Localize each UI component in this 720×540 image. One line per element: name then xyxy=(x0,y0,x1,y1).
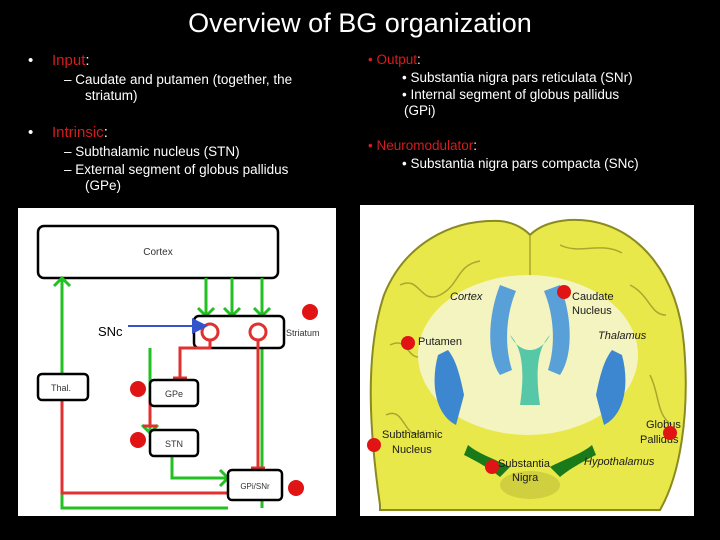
brain-label-caudate: Caudate xyxy=(572,291,614,303)
brain-label-subthalamic: Subthalamic xyxy=(382,429,443,441)
thalamus-region xyxy=(510,335,550,405)
circuit-diagram: Cortex Striatum SNc xyxy=(36,224,320,510)
marker-subthalamic xyxy=(367,438,381,452)
hypothalamus-region xyxy=(500,471,560,499)
marker-gpi-snr xyxy=(288,480,304,496)
left-putamen xyxy=(434,350,464,425)
gpe-box xyxy=(148,378,200,408)
intrinsic-item-2: – External segment of globus pallidus xyxy=(64,162,289,177)
bullet-dot-input: • xyxy=(28,52,34,69)
output-item-3: (GPi) xyxy=(404,103,436,118)
gpi-snr-label: GPi/SNr xyxy=(240,482,270,491)
marker-substantia-nigra xyxy=(485,460,499,474)
intrinsic-heading: Intrinsic: xyxy=(52,124,108,141)
marker-caudate xyxy=(557,285,571,299)
right-caudate-region xyxy=(544,285,570,375)
intrinsic-label: Intrinsic xyxy=(52,124,104,141)
right-substantia-nigra xyxy=(550,445,596,477)
thal-label: Thal. xyxy=(51,383,71,393)
output-item-2: • Internal segment of globus pallidus xyxy=(402,87,620,102)
cortex-box xyxy=(36,224,280,280)
striatum-neuron-1 xyxy=(200,322,220,342)
marker-globus-pallidus xyxy=(663,426,677,440)
gpi-snr-box xyxy=(226,468,284,502)
thal-box xyxy=(36,372,90,402)
intrinsic-item-3: (GPe) xyxy=(85,178,122,193)
marker-gpe xyxy=(130,381,146,397)
neuromod-heading: • Neuromodulator: xyxy=(368,138,478,153)
right-putamen xyxy=(596,350,626,425)
brain-label-putamen: Putamen xyxy=(418,336,462,348)
snc-label: SNc xyxy=(98,324,123,339)
brain-labels: Cortex Caudate Nucleus Thalamus Putamen … xyxy=(382,291,681,484)
neuromod-item-1: • Substantia nigra pars compacta (SNc) xyxy=(402,156,639,171)
input-item-2: striatum) xyxy=(85,88,138,103)
output-heading: • Output: xyxy=(368,52,421,67)
output-label: • Output xyxy=(368,52,418,67)
brain-label-cortex: Cortex xyxy=(450,291,483,303)
input-item-1: – Caudate and putamen (together, the xyxy=(64,72,293,87)
marker-putamen xyxy=(401,336,415,350)
brain-label-hypothalamus: Hypothalamus xyxy=(584,456,655,468)
input-label: Input xyxy=(52,52,86,69)
brain-label-nigra: Nigra xyxy=(512,472,539,484)
brain-label-caudate-nucleus: Nucleus xyxy=(572,305,612,317)
striatum-neuron-2 xyxy=(248,322,268,342)
brain-label-globus: Globus xyxy=(646,419,681,431)
left-caudate-region xyxy=(490,285,516,375)
marker-stn xyxy=(130,432,146,448)
output-item-1: • Substantia nigra pars reticulata (SNr) xyxy=(402,70,633,85)
neuromod-label: • Neuromodulator xyxy=(368,138,474,153)
brain-label-thalamus: Thalamus xyxy=(598,330,647,342)
stn-box xyxy=(148,428,200,458)
brain-label-substantia: Substantia xyxy=(498,458,551,470)
cortex-label: Cortex xyxy=(143,247,172,258)
circuit-diagram-panel: Cortex Striatum SNc xyxy=(18,208,336,516)
brain-section-illustration: Cortex Caudate Nucleus Thalamus Putamen … xyxy=(360,205,694,516)
intrinsic-item-1: – Subthalamic nucleus (STN) xyxy=(64,144,240,159)
striatum-label: Striatum xyxy=(286,328,320,338)
bullet-dot-intrinsic: • xyxy=(28,124,34,141)
input-heading: Input: xyxy=(52,52,90,69)
page-title: Overview of BG organization xyxy=(188,8,532,38)
gpe-label: GPe xyxy=(165,389,183,399)
stn-label: STN xyxy=(165,439,183,449)
brain-gyri xyxy=(385,235,673,435)
brain-label-stn-nucleus: Nucleus xyxy=(392,444,432,456)
marker-striatum xyxy=(302,304,318,320)
brain-section-panel: Cortex Caudate Nucleus Thalamus Putamen … xyxy=(360,205,694,516)
